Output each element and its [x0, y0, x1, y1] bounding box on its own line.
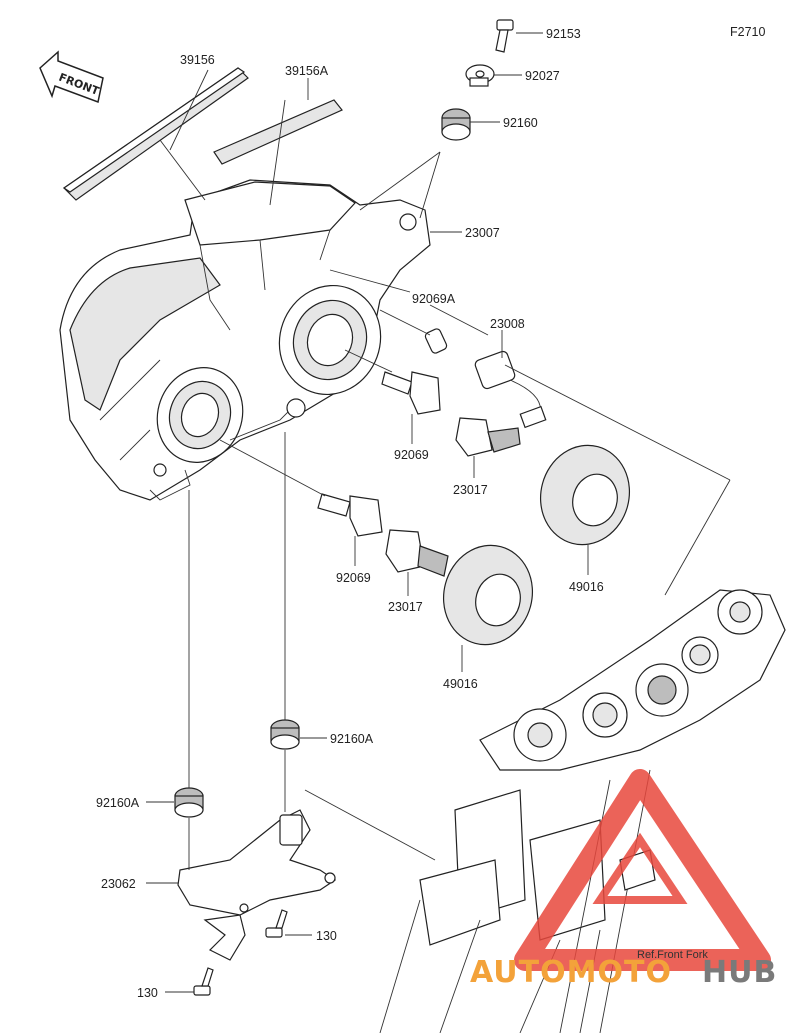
socket-23017-lower	[385, 529, 449, 577]
callout-92160a-left: 92160A	[96, 796, 140, 810]
bulb-92069-upper	[381, 371, 441, 415]
callout-23017-upper: 23017	[453, 483, 488, 497]
leader-lines	[146, 32, 731, 993]
watermark-text-automoto: AUTOMOTO	[470, 955, 672, 990]
callout-130-left: 130	[137, 986, 158, 1000]
grommet-92160a-right	[270, 719, 300, 750]
callout-39156a: 39156A	[285, 64, 329, 78]
callout-92069-upper: 92069	[394, 448, 429, 462]
watermark-text-hub: HUB	[702, 955, 777, 990]
pad-39156a	[213, 99, 343, 165]
callout-92027: 92027	[525, 69, 560, 83]
headlight-assembly	[59, 179, 431, 501]
socket-23017-upper	[455, 417, 521, 457]
ref-front-fork: Ref.Front Fork	[637, 949, 708, 961]
socket-23008	[474, 350, 547, 429]
cap-49016-upper	[539, 444, 631, 546]
front-fork-assembly	[379, 589, 786, 1033]
callout-92069a: 92069A	[412, 292, 456, 306]
screw-130-right	[265, 909, 288, 938]
callout-130-right: 130	[316, 929, 337, 943]
callout-49016-upper: 49016	[569, 580, 604, 594]
watermark-logo	[514, 769, 771, 971]
screw-92153	[495, 19, 514, 53]
callout-92069-lower: 92069	[336, 571, 371, 585]
callout-49016-lower: 49016	[443, 677, 478, 691]
bulb-92069-lower	[317, 493, 383, 537]
front-arrow-icon: FRONT	[39, 50, 104, 104]
bracket-23062	[177, 809, 337, 961]
callout-23007: 23007	[465, 226, 500, 240]
washer-92027	[465, 64, 495, 87]
grommet-92160a-left	[174, 787, 204, 818]
callout-39156: 39156	[180, 53, 215, 67]
screw-130-left	[193, 967, 214, 996]
bulb-92069a	[424, 328, 448, 354]
callout-92153: 92153	[546, 27, 581, 41]
cap-49016-lower	[442, 544, 534, 646]
grommet-92160	[441, 108, 471, 141]
callout-23062: 23062	[101, 877, 136, 891]
callout-23008: 23008	[490, 317, 525, 331]
callout-92160a-right: 92160A	[330, 732, 374, 746]
diagram-code: F2710	[730, 25, 765, 39]
callout-92160: 92160	[503, 116, 538, 130]
callout-23017-lower: 23017	[388, 600, 423, 614]
pad-39156	[62, 67, 249, 201]
